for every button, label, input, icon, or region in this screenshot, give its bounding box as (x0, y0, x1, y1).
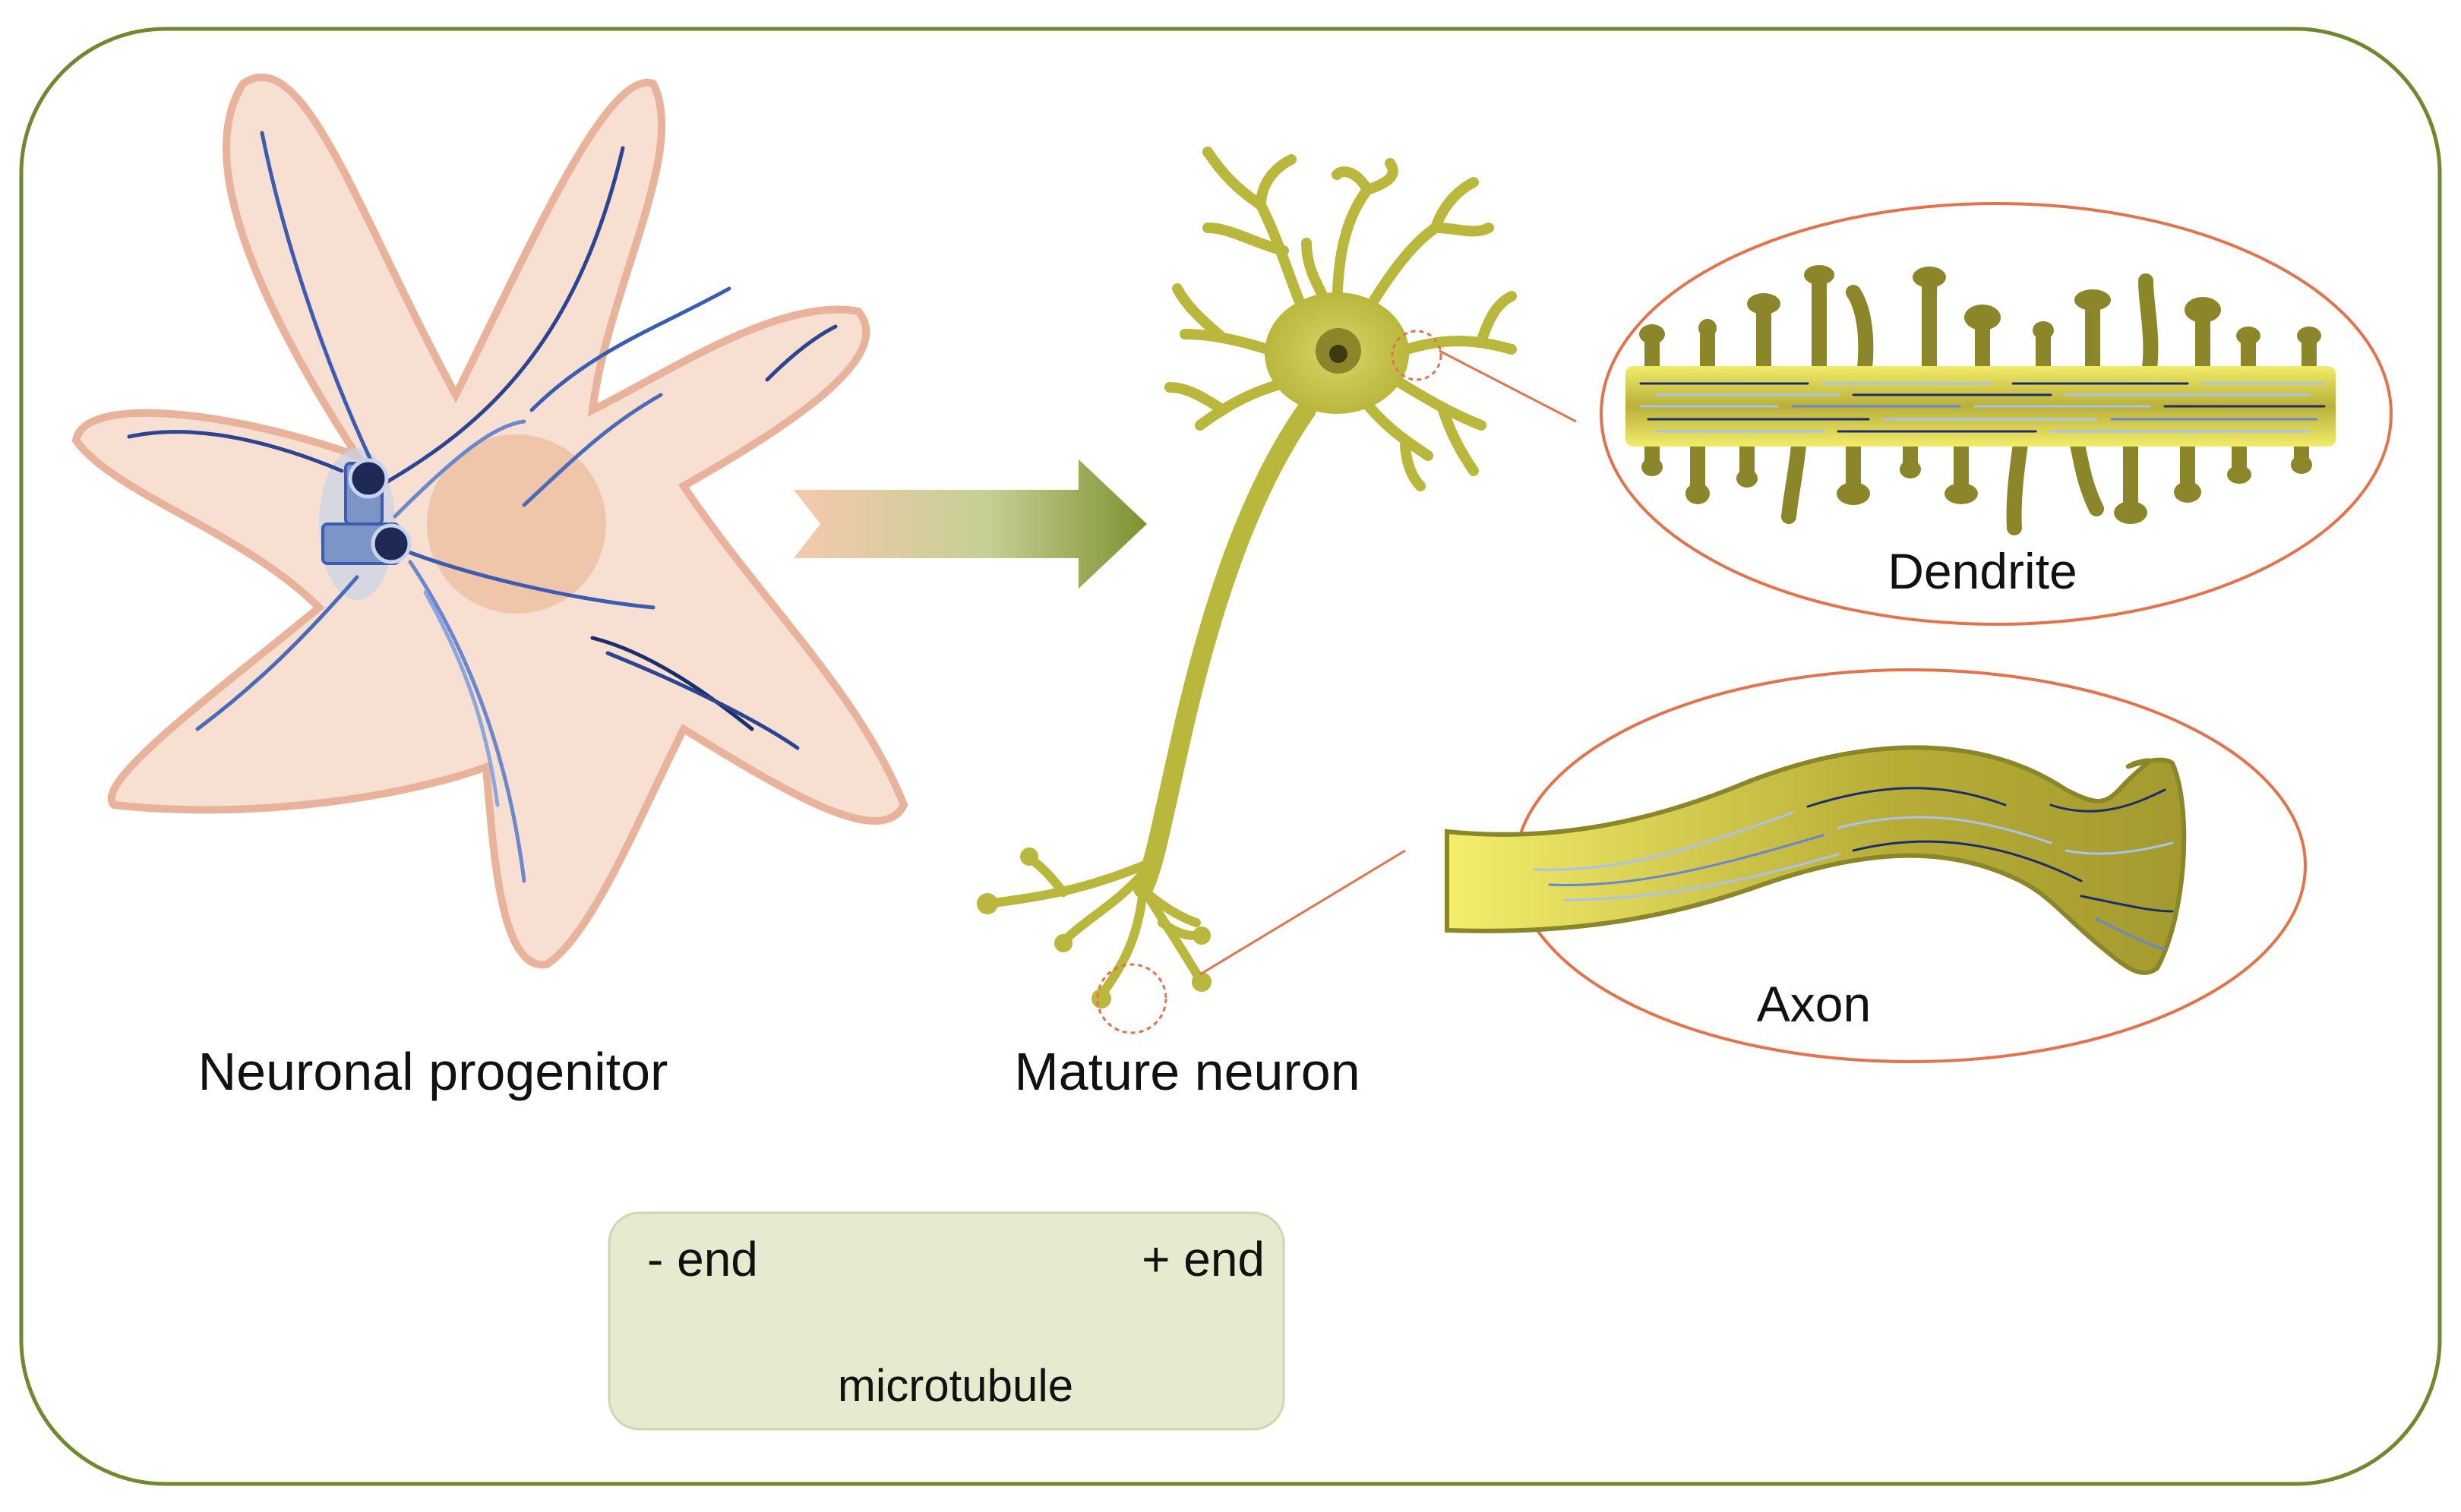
dendrite-branch (1202, 147, 1266, 210)
microtubule (393, 545, 656, 610)
axon-terminal (1193, 926, 1211, 945)
axon-terminal (1091, 989, 1111, 1009)
microtubule (590, 636, 754, 731)
microtubule-caption: microtubule (838, 1360, 1073, 1411)
axon-terminal-branch (1146, 892, 1201, 927)
dendrite-branch (1430, 223, 1494, 237)
microtubule (423, 590, 500, 807)
dendrite-callout-line (1439, 349, 1577, 423)
axon-terminal-branch (1097, 884, 1148, 999)
differentiation-arrow (794, 459, 1147, 589)
dendrite-microtubules (1639, 382, 2326, 433)
axon-label: Axon (1757, 976, 1871, 1032)
axon-zoom-panel: Axon (1445, 668, 2307, 1063)
axon-terminal (1192, 972, 1212, 992)
microtubule-legend: - end + end microtubule (608, 1211, 1285, 1431)
microtubule (408, 560, 526, 883)
microtubule (529, 286, 731, 412)
legend-box (608, 1211, 1285, 1431)
dendrite-label: Dendrite (1888, 543, 2077, 599)
dendrite-zoom-panel: Dendrite (1600, 202, 2393, 626)
axon-terminal-branch (1059, 869, 1148, 946)
axon-terminal (1054, 934, 1073, 952)
axon-microtubules (1533, 787, 2174, 951)
dendrite-branch (1164, 382, 1228, 415)
dendrite-branch (1400, 435, 1426, 491)
dendrite-branch (1172, 283, 1228, 343)
plus-end-label: + end (1142, 1232, 1265, 1286)
progenitor-label: Neuronal progenitor (198, 1042, 668, 1101)
microtubule (765, 324, 838, 382)
microtubule (195, 575, 359, 731)
neuronal-progenitor-cell (71, 73, 908, 969)
dendrite-branch (1256, 154, 1297, 210)
centriole-pair (321, 458, 412, 565)
mature-neuron-label: Mature neuron (1014, 1042, 1360, 1101)
nucleus (427, 434, 606, 614)
microtubule (260, 131, 374, 466)
minus-end-label: - end (647, 1232, 758, 1286)
axon-shaft (1133, 400, 1316, 898)
dendritic-spines (1639, 265, 2321, 535)
axon-callout-marker (1096, 963, 1167, 1034)
microtubule (127, 430, 344, 473)
neuron-nucleolus (1329, 345, 1347, 363)
axon-terminal (977, 893, 998, 914)
microtubule (378, 146, 625, 488)
dendrite-callout-marker (1391, 330, 1442, 381)
dendrite-branch (1476, 291, 1517, 347)
dendrite-branch (1202, 223, 1289, 256)
microtubule (522, 393, 663, 507)
dendrite-branch (1362, 158, 1398, 195)
dendrite-branch (1362, 223, 1441, 317)
mature-neuron (977, 147, 1517, 1009)
axon-callout-line (1199, 849, 1406, 976)
microtubule (605, 651, 800, 750)
microtubule (393, 419, 526, 519)
dendrite-branch (1430, 177, 1479, 233)
axon-terminal (1020, 848, 1038, 866)
dendrite-branch (1438, 405, 1479, 476)
